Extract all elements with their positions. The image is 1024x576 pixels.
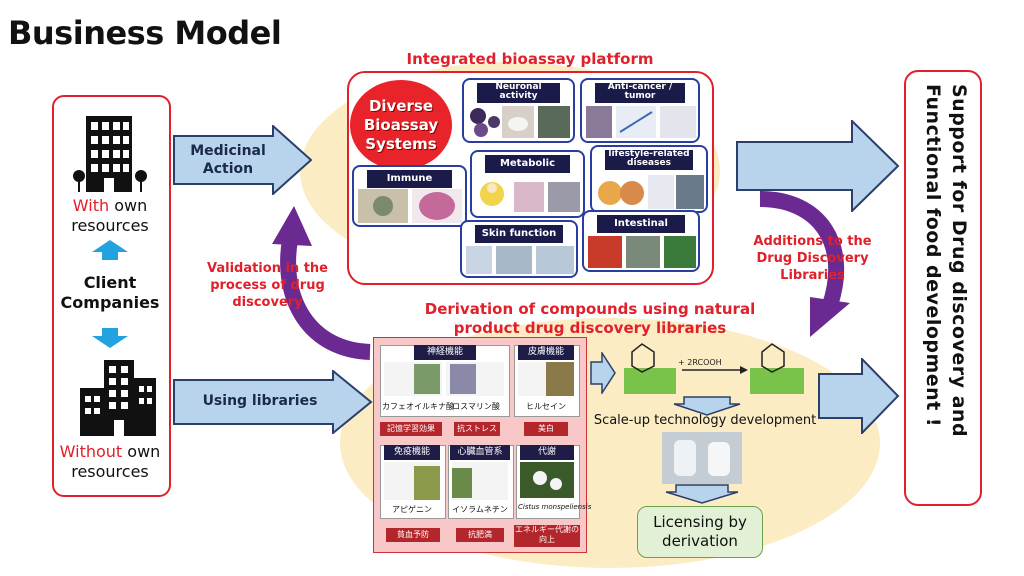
- compound-name: アピゲニン: [392, 505, 432, 514]
- panel-intestinal: Intestinal function: [582, 210, 700, 272]
- panel-skin: Skin function: [460, 220, 578, 278]
- reaction-down-arrow: [673, 396, 741, 416]
- diverse-bioassay-circle: Diverse Bioassay Systems: [350, 80, 452, 170]
- using-libraries-arrow: [173, 370, 373, 434]
- support-box: [904, 70, 982, 506]
- compound-name: イソラムネチン: [452, 505, 508, 514]
- library-cell-head: 心臓血管系: [450, 445, 510, 460]
- panel-label: Intestinal function: [596, 214, 686, 247]
- lifestyle-images: [598, 175, 704, 209]
- reagent-label: + 2RCOOH: [678, 358, 722, 367]
- panel-label: lifestyle-related diseases: [604, 149, 694, 171]
- additions-label: Additions to the Drug Discovery Librarie…: [753, 234, 872, 283]
- without-line2: resources: [71, 462, 149, 481]
- compound-name: Cistus monspeliensis: [518, 503, 592, 511]
- diverse-label: Diverse Bioassay Systems: [363, 96, 439, 153]
- medicinal-action-arrow: [173, 125, 313, 195]
- medicinal-action-label: Medicinal Action: [190, 143, 266, 177]
- equipment-image: [662, 432, 742, 484]
- compound-name: ヒルセイン: [526, 402, 566, 411]
- with-prefix: With: [72, 196, 110, 215]
- library-to-reaction-arrow: [590, 352, 616, 394]
- panel-neuronal: Neuronal activity: [462, 78, 575, 143]
- neuronal-images: [470, 106, 570, 138]
- panel-label: Immune function: [366, 169, 453, 202]
- client-companies-label: Client Companies: [60, 273, 160, 312]
- library-cell-head: 代謝: [520, 445, 574, 460]
- support-arrow-bottom: [818, 358, 900, 434]
- skin-compound-images: [518, 362, 574, 396]
- panel-anticancer: Anti-cancer / tumor: [580, 78, 700, 143]
- panel-immune: Immune function: [352, 165, 467, 227]
- without-prefix: Without: [59, 442, 123, 461]
- down-arrow-icon: [92, 328, 128, 348]
- effect-tag: 美白: [524, 422, 568, 436]
- validation-curve-arrow: [272, 206, 371, 360]
- panel-label: Metabolic function: [484, 154, 571, 187]
- library-cell-head: 免疫機能: [384, 445, 440, 460]
- support-text: Support for Drug discovery and Functiona…: [922, 84, 970, 438]
- additions-curve-arrow: [759, 191, 850, 337]
- effect-tag: エネルギー代謝の向上: [514, 525, 580, 547]
- using-libraries-label: Using libraries: [202, 393, 318, 409]
- effect-tag: 記憶学習効果: [380, 422, 442, 436]
- licensing-label: Licensing by derivation: [653, 513, 747, 550]
- support-arrow-top: [736, 120, 900, 212]
- without-resources-label: Without own resources: [55, 442, 165, 482]
- up-arrow-icon: [92, 240, 128, 260]
- with-suffix: own: [114, 196, 148, 215]
- metabolic-images: [480, 182, 580, 212]
- with-resources-label: With own resources: [55, 196, 165, 236]
- anticancer-images: [586, 106, 696, 138]
- reaction-scheme: [624, 343, 804, 394]
- library-cell-head: 神経機能: [414, 345, 476, 360]
- metabolism-compound-images: [520, 462, 574, 498]
- neuro-images: [384, 362, 504, 396]
- intestinal-images: [588, 236, 696, 268]
- effect-tag: 抗ストレス: [454, 422, 500, 436]
- panel-label: Anti-cancer / tumor: [594, 82, 686, 104]
- skin-images: [466, 246, 574, 274]
- scaleup-label: Scale-up technology development: [593, 413, 817, 428]
- cardio-compound-images: [452, 462, 508, 500]
- panel-label: Skin function: [474, 224, 564, 244]
- validation-label: Validation in the process of drug discov…: [206, 261, 329, 310]
- immune-images: [358, 189, 462, 223]
- licensing-box: Licensing by derivation: [637, 506, 763, 558]
- compound-name: ロスマリン酸: [452, 402, 500, 411]
- without-suffix: own: [127, 442, 161, 461]
- page-title: Business Model: [8, 14, 282, 52]
- effect-tag: 貧血予防: [386, 528, 440, 542]
- building-icon: [73, 116, 147, 192]
- building-icon: [80, 360, 156, 436]
- effect-tag: 抗肥満: [456, 528, 504, 542]
- derivation-title: Derivation of compounds using natural pr…: [424, 300, 756, 337]
- with-line2: resources: [71, 216, 149, 235]
- library-cell-head: 皮膚機能: [518, 345, 574, 360]
- platform-title: Integrated bioassay platform: [406, 50, 654, 68]
- panel-label: Neuronal activity: [476, 82, 561, 104]
- licensing-down-arrow: [665, 484, 739, 504]
- panel-metabolic: Metabolic function: [470, 150, 585, 218]
- immune-compound-images: [384, 462, 440, 500]
- compound-name: カフェオイルキナ酸: [382, 402, 454, 411]
- panel-lifestyle: lifestyle-related diseases: [590, 145, 708, 213]
